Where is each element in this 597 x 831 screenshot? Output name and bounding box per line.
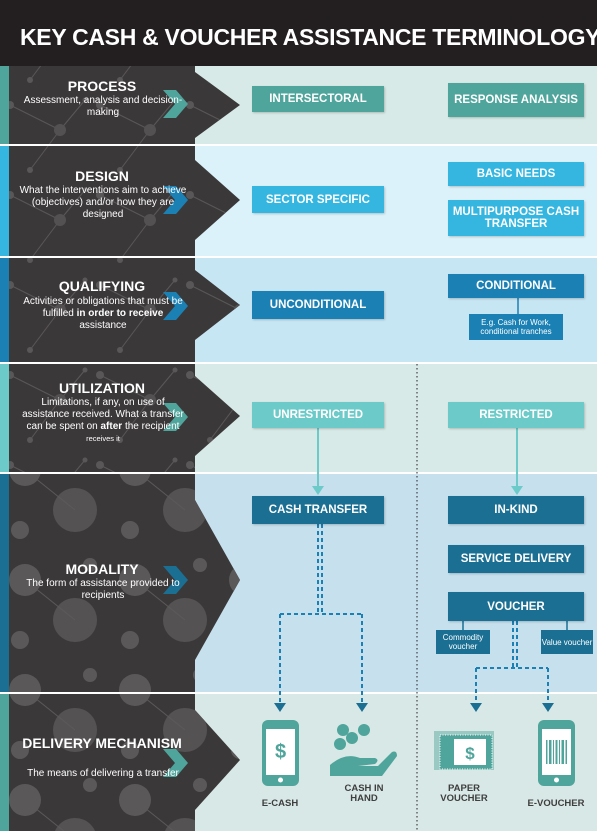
modality-description: The form of assistance provided to recip… <box>26 578 180 601</box>
in-kind-box: IN-KIND <box>448 496 584 524</box>
utilization-description: Limitations, if any, on use of assistanc… <box>22 397 184 443</box>
page-title: KEY CASH & VOUCHER ASSISTANCE TERMINOLOG… <box>20 24 597 50</box>
unrestricted-box: UNRESTRICTED <box>252 402 384 428</box>
delivery-accent <box>0 694 9 831</box>
paper-voucher-label: PAPER VOUCHER <box>440 783 488 804</box>
intersectoral-box: INTERSECTORAL <box>252 86 384 112</box>
e-voucher-label: E-VOUCHER <box>527 798 585 809</box>
conditional-note: E.g. Cash for Work, conditional tranches <box>469 314 563 340</box>
unconditional-box: UNCONDITIONAL <box>252 291 384 319</box>
design-title: DESIGN <box>75 168 129 184</box>
design-description: What the interventions aim to achieve (o… <box>19 185 187 220</box>
barcode-phone-icon <box>538 720 575 786</box>
process-title: PROCESS <box>67 78 137 94</box>
multipurpose-cash-transfer-box: MULTIPURPOSE CASH TRANSFER <box>448 200 584 236</box>
sector-specific-box: SECTOR SPECIFIC <box>252 186 384 213</box>
hand-coins-icon <box>330 724 397 776</box>
qualifying-description: Activities or obligations that must be f… <box>23 296 183 331</box>
voucher-box: VOUCHER <box>448 592 584 621</box>
utilization-accent <box>0 364 9 472</box>
response-analysis-box: RESPONSE ANALYSIS <box>448 83 584 117</box>
phone-icon: $ <box>262 720 299 786</box>
commodity-voucher-note: Commodity voucher <box>436 630 490 654</box>
delivery-description: The means of delivering a transfer <box>27 768 179 779</box>
delivery-title: DELIVERY MECHANISM <box>22 735 182 751</box>
e-cash-dollar: $ <box>275 741 286 763</box>
cash-transfer-box: CASH TRANSFER <box>252 496 384 524</box>
modality-title: MODALITY <box>65 561 139 577</box>
service-delivery-box: SERVICE DELIVERY <box>448 545 584 573</box>
modality-accent <box>0 474 9 692</box>
header-bar <box>0 0 597 66</box>
cash-in-hand-label: CASH IN HAND <box>344 783 384 804</box>
qualifying-accent <box>0 258 9 362</box>
svg-text:$: $ <box>465 744 475 763</box>
process-description: Assessment, analysis and decision-making <box>23 95 183 118</box>
qualifying-title: QUALIFYING <box>58 278 146 294</box>
design-accent <box>0 146 9 256</box>
conditional-box: CONDITIONAL <box>448 274 584 298</box>
paper-voucher-icon: $ <box>434 731 494 770</box>
restricted-box: RESTRICTED <box>448 402 584 428</box>
basic-needs-box: BASIC NEEDS <box>448 162 584 186</box>
process-accent <box>0 66 9 144</box>
utilization-title: UTILIZATION <box>58 380 146 396</box>
value-voucher-note: Value voucher <box>541 630 593 654</box>
e-cash-label: E-CASH <box>261 798 299 809</box>
